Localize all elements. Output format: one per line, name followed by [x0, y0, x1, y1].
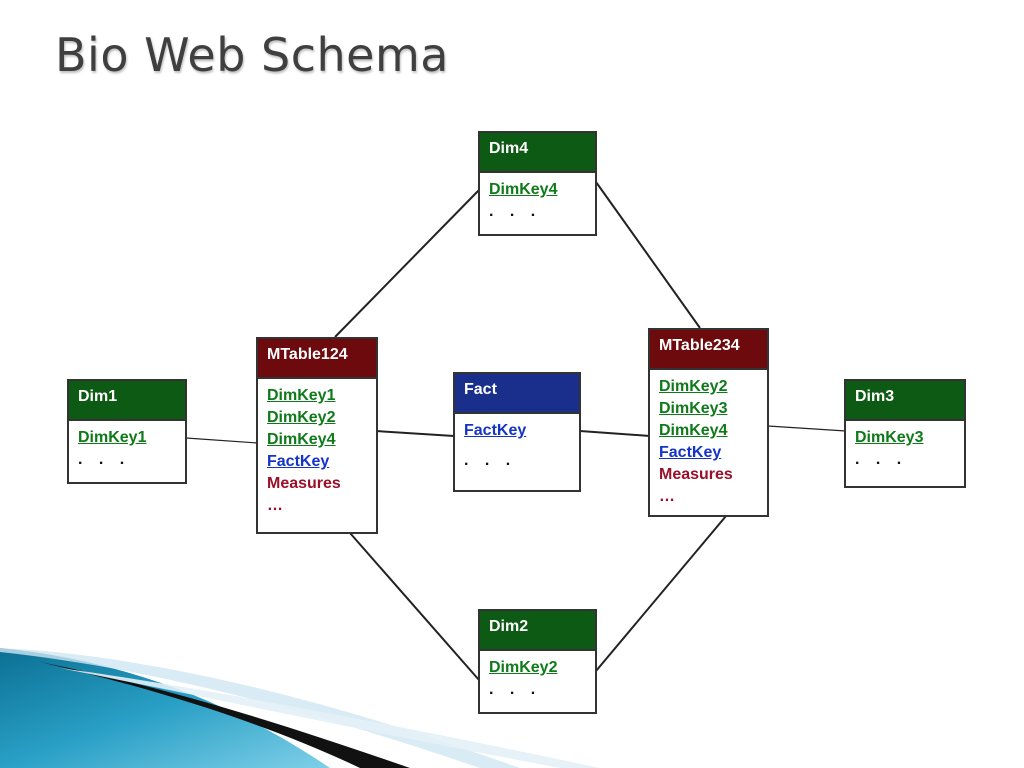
dimkey4-field: DimKey4 [489, 181, 558, 198]
more-fields: . . . [78, 451, 131, 468]
table-dim3: Dim3 DimKey3 . . . [844, 379, 966, 488]
table-dim3-header: Dim3 [846, 381, 964, 421]
factkey-field: FactKey [267, 453, 330, 470]
link-dim4-mtable234 [595, 181, 701, 329]
dimkey1-field: DimKey1 [78, 429, 147, 446]
table-dim4-header: Dim4 [480, 133, 595, 173]
link-mtable234-dim2 [595, 515, 727, 672]
table-mtable124-header: MTable124 [258, 339, 376, 379]
more-fields: . . . [855, 451, 908, 468]
link-dim1-mtable124 [185, 437, 259, 444]
dimkey4-field: DimKey4 [267, 431, 336, 448]
link-dim4-mtable124 [334, 189, 480, 338]
table-mtable124: MTable124 DimKey1 DimKey2 DimKey4 FactKe… [256, 337, 378, 534]
table-dim2-header: Dim2 [480, 611, 595, 651]
link-mtable234-dim3 [767, 425, 847, 432]
factkey-field: FactKey [464, 422, 527, 439]
factkey-field: FactKey [659, 444, 722, 461]
link-mtable124-dim2 [349, 532, 480, 681]
dimkey3-field: DimKey3 [855, 429, 924, 446]
table-mtable234: MTable234 DimKey2 DimKey3 DimKey4 FactKe… [648, 328, 769, 517]
dimkey2-field: DimKey2 [659, 378, 728, 395]
link-mtable124-fact [375, 430, 455, 437]
more-fields: … [267, 497, 283, 514]
measures-field: Measures [267, 475, 341, 492]
dimkey1-field: DimKey1 [267, 387, 336, 404]
table-fact: Fact FactKey . . . [453, 372, 581, 492]
dimkey2-field: DimKey2 [489, 659, 558, 676]
table-dim4: Dim4 DimKey4 . . . [478, 131, 597, 236]
dimkey3-field: DimKey3 [659, 400, 728, 417]
table-fact-header: Fact [455, 374, 579, 414]
measures-field: Measures [659, 466, 733, 483]
table-dim2: Dim2 DimKey2 . . . [478, 609, 597, 714]
more-fields: . . . [489, 203, 542, 220]
more-fields: . . . [464, 452, 517, 469]
page-title: Bio Web Schema [55, 28, 449, 82]
table-mtable234-header: MTable234 [650, 330, 767, 370]
dimkey2-field: DimKey2 [267, 409, 336, 426]
table-dim1: Dim1 DimKey1 . . . [67, 379, 187, 484]
dimkey4-field: DimKey4 [659, 422, 728, 439]
more-fields: … [659, 488, 675, 505]
more-fields: . . . [489, 681, 542, 698]
table-dim1-header: Dim1 [69, 381, 185, 421]
link-fact-mtable234 [579, 430, 651, 437]
